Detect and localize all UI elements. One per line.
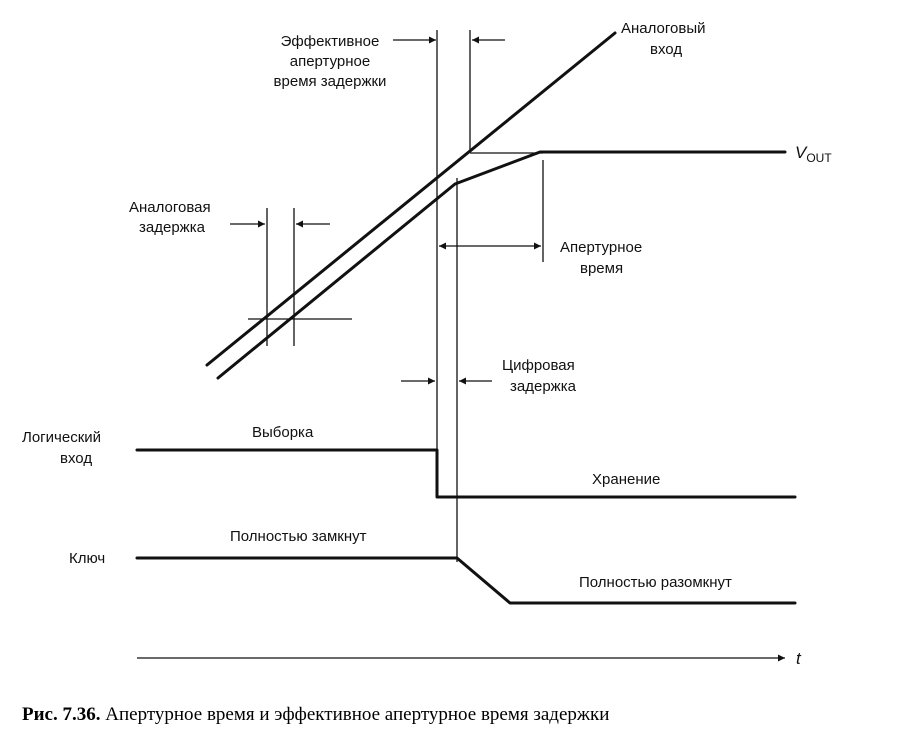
logic-input-waveform [135, 448, 797, 499]
hold-label: Хранение [592, 471, 660, 488]
analog-input-label-2: вход [650, 41, 682, 58]
analog-delay-label-1: Аналоговая [129, 199, 211, 216]
aperture-time-label-2: время [580, 260, 623, 277]
aperture-time-label-1: Апертурное [560, 239, 642, 256]
digital-delay-label-1: Цифровая [502, 357, 575, 374]
vout-curve [216, 150, 787, 380]
figure-caption: Рис. 7.36. Апертурное время и эффективно… [22, 704, 609, 725]
effective-aperture-delay-label-3: время задержки [274, 73, 387, 90]
vout-label: VOUT [795, 143, 832, 165]
digital-delay-label-2: задержка [510, 378, 577, 395]
sample-label: Выборка [252, 424, 314, 441]
logic-input-label-1: Логический [22, 429, 101, 446]
switch-waveform [135, 556, 797, 605]
fully-closed-label: Полностью замкнут [230, 528, 367, 545]
effective-aperture-delay-label-2: апертурное [290, 53, 371, 70]
logic-input-label-2: вход [60, 450, 92, 467]
effective-aperture-delay-label-1: Эффективное [281, 33, 380, 50]
analog-input-label-1: Аналоговый [621, 20, 706, 37]
analog-delay-label-2: задержка [139, 219, 206, 236]
time-axis-label: t [796, 649, 802, 668]
analog-input-line [205, 31, 617, 367]
switch-label: Ключ [69, 550, 105, 567]
fully-open-label: Полностью разомкнут [579, 574, 732, 591]
